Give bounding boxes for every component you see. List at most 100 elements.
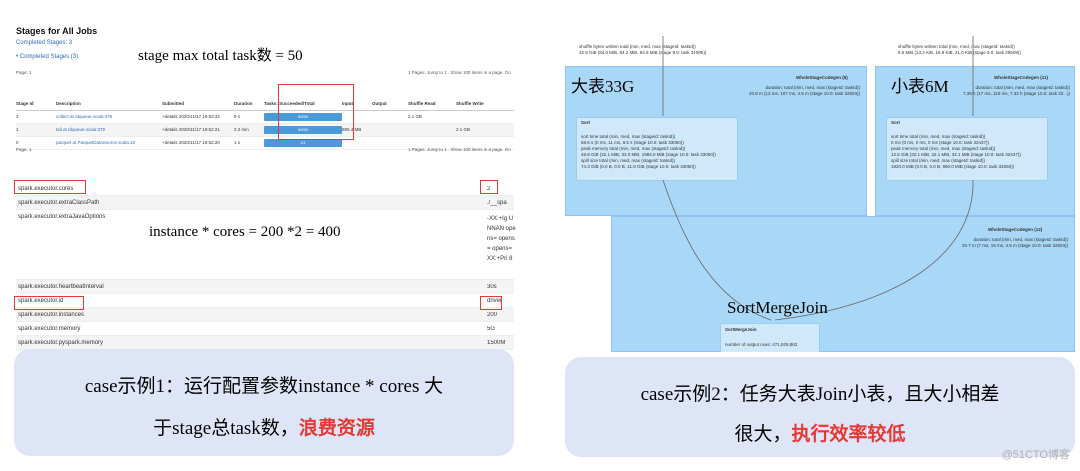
input [342, 110, 372, 124]
shuffle-write [456, 136, 514, 150]
output [372, 136, 408, 150]
page-label: Page: 1 [16, 70, 32, 75]
config-row: spark.executor.extraJavaOptions-XX:+Ig U… [16, 210, 516, 280]
config-row: spark.executor.heartbeatInterval 30s [16, 280, 514, 294]
table-row: 2 collect at rdqueue.scala:379 +details … [16, 110, 514, 124]
tasks-column-highlight [278, 84, 354, 140]
sort-metrics: sort time total (min, med, max (stageId:… [891, 134, 1021, 169]
stage-id: 2 [16, 110, 56, 124]
column-header[interactable]: Output [372, 98, 408, 111]
wscg-title: WholeStageCodegen (12) [988, 227, 1043, 232]
column-header[interactable]: Input [342, 98, 372, 111]
column-header[interactable]: Submitted [162, 98, 234, 111]
stages-table: Stage Id Description Submitted Duration … [16, 98, 514, 150]
wscg-duration: duration: total (min, med, max (stageId:… [963, 85, 1070, 96]
smj-metrics: number of output rows: 471,929,863 [725, 342, 798, 347]
config-row: spark.executor.cores 2 [16, 182, 514, 196]
config-value: ./__spa [487, 200, 507, 206]
tasks-progress: 50/50 [264, 123, 342, 137]
annotation-max-tasks: stage max total task数 = 50 [138, 48, 303, 64]
executor-config-table: spark.executor.cores 2 spark.executor.ext… [16, 182, 516, 350]
completed-stages-header[interactable]: • Completed Stages (3) [16, 54, 79, 60]
table-header-row: Stage Id Description Submitted Duration … [16, 98, 514, 111]
instances-key-highlight [14, 296, 84, 310]
sort-node-right[interactable]: Sort sort time total (min, med, max (sta… [886, 117, 1048, 181]
completed-stages-link[interactable]: Completed Stages: 3 [16, 40, 73, 46]
sort-node-left[interactable]: Sort sort time total (min, med, max (sta… [576, 117, 738, 181]
tasks-progress: 50/50 [264, 110, 342, 124]
sql-dag-screenshot: shuffle bytes written total (min, med, m… [565, 36, 1075, 352]
config-key: spark.executor.id [18, 298, 64, 304]
output [372, 110, 408, 124]
caption-line-2: 于stage总task数，浪费资源 [153, 418, 375, 439]
column-header[interactable]: Shuffle Write [456, 98, 514, 111]
config-value: 200 [487, 312, 498, 318]
caption-highlight: 浪费资源 [298, 418, 375, 439]
caption-line-1: case示例1：运行配置参数instance * cores 大 [84, 376, 444, 397]
submitted-time: +details 2020/11/17 19:53:32 [162, 110, 234, 124]
case2-caption: case示例2：任务大表Join小表，且大小相差 很大，执行效率较低 [565, 357, 1075, 457]
case2-panel: shuffle bytes written total (min, med, m… [560, 0, 1080, 471]
stage-description-link[interactable]: parquet at ParquetDataSource.scala:18 [56, 136, 162, 150]
sort-title: Sort [891, 120, 900, 125]
config-key: spark.executor.extraJavaOptions [18, 214, 106, 220]
submitted-time: +details 2020/11/17 19:52:21 [162, 123, 234, 137]
case1-panel: Stages for All Jobs Completed Stages: 3 … [0, 0, 530, 471]
config-key: spark.executor.cores [18, 186, 74, 192]
cores-key-highlight [14, 180, 86, 194]
column-header[interactable]: Description [56, 98, 162, 111]
wscg-duration: duration: total (min, med, max (stageId:… [961, 237, 1068, 248]
watermark: @51CTO博客 [1001, 449, 1070, 461]
config-key: spark.executor.pyspark.memory [18, 340, 104, 346]
annotation-instances-cores: instance * cores = 200 *2 = 400 [149, 224, 341, 240]
duration: 1 s [234, 136, 264, 150]
config-row: spark.executor.id driver [16, 294, 514, 308]
edge [662, 179, 772, 321]
sort-merge-join-node[interactable]: SortMergeJoin number of output rows: 471… [720, 323, 820, 352]
config-value: 1500M [487, 340, 506, 346]
input: 880.4 MB [342, 123, 372, 137]
stage-box-small-table[interactable]: WholeStageCodegen (11) duration: total (… [875, 66, 1075, 216]
pagination-controls-bottom[interactable]: 1 Pages. Jump to 1 . Show 100 items in a… [408, 147, 511, 152]
pagination-controls[interactable]: 1 Pages. Jump to 1 . Show 100 items in a… [408, 70, 511, 75]
edge [774, 179, 974, 321]
page-label-bottom: Page: 1 [16, 147, 32, 152]
stage-id: 0 [16, 136, 56, 150]
stage-box-big-table[interactable]: WholeStageCodegen (8) duration: total (m… [565, 66, 867, 216]
stage-id: 1 [16, 123, 56, 137]
shuffle-metric-left: shuffle bytes written total (min, med, m… [579, 44, 707, 55]
stage-description-link[interactable]: collect at rdqueue.scala:379 [56, 110, 162, 124]
small-table-label: 小表6M [891, 77, 949, 96]
shuffle-write: 2.1 GB [456, 123, 514, 137]
column-header[interactable]: Tasks: Succeeded/Total [264, 98, 342, 111]
table-row: 1 tail at rdqueue.scala:379 +details 202… [16, 123, 514, 137]
page-title: Stages for All Jobs [16, 26, 98, 36]
config-key: spark.executor.memory [18, 326, 81, 332]
config-key: spark.executor.heartbeatInterval [18, 284, 104, 290]
progress-bar: 50/50 [264, 112, 342, 121]
stage-description-link[interactable]: tail at rdqueue.scala:379 [56, 123, 162, 137]
shuffle-write [456, 110, 514, 124]
wscg-title: WholeStageCodegen (11) [994, 75, 1049, 80]
sort-merge-join-label: SortMergeJoin [727, 298, 828, 317]
shuffle-metric-right: shuffle bytes written total (min, med, m… [898, 44, 1021, 55]
column-header[interactable]: Duration [234, 98, 264, 111]
config-value: driver [487, 298, 503, 304]
duration: 9 s [234, 110, 264, 124]
wscg-duration: duration: total (min, med, max (stageId:… [748, 85, 860, 96]
smj-title: SortMergeJoin [725, 327, 757, 332]
stage-box-join[interactable]: WholeStageCodegen (12) duration: total (… [611, 216, 1075, 352]
config-row: spark.executor.instances 200 [16, 308, 514, 322]
column-header[interactable]: Stage Id [16, 98, 56, 111]
shuffle-read [408, 123, 456, 137]
column-header[interactable]: Shuffle Read [408, 98, 456, 111]
config-row: spark.executor.extraClassPath./__spa [16, 196, 514, 210]
sort-title: Sort [581, 120, 590, 125]
caption-highlight: 执行效率较低 [791, 424, 906, 445]
big-table-label: 大表33G [571, 77, 635, 96]
config-value: 30s [487, 284, 497, 290]
wscg-title: WholeStageCodegen (8) [796, 75, 848, 80]
config-key: spark.executor.instances [18, 312, 85, 318]
config-value: 2 [487, 186, 491, 192]
